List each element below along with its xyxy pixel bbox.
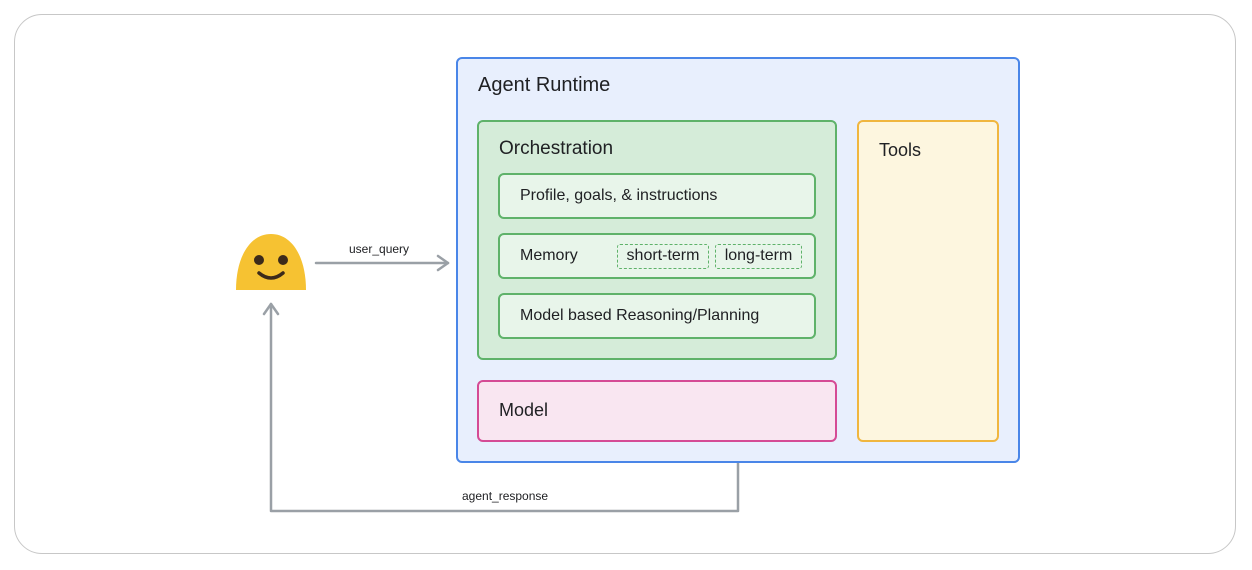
- short-term-chip: short-term: [617, 244, 709, 269]
- agent-response-arrowhead: [262, 302, 280, 316]
- long-term-chip: long-term: [715, 244, 802, 269]
- profile-goals-box: [498, 173, 816, 219]
- user-query-arrowhead: [436, 254, 450, 272]
- model-title: Model: [499, 400, 549, 420]
- memory-box: [498, 233, 816, 279]
- reasoning-planning-label: Model based Reasoning/Planning: [520, 307, 760, 324]
- tools-title: Tools: [879, 140, 922, 160]
- model-box: [477, 380, 837, 442]
- reasoning-planning-box: [498, 293, 816, 339]
- agent-response-arrow: [269, 302, 740, 513]
- smiley-face-icon: [236, 234, 306, 290]
- user-query-label: user_query: [349, 242, 410, 256]
- orchestration-title: Orchestration: [499, 138, 614, 159]
- memory-label: Memory: [520, 247, 578, 264]
- profile-goals-label: Profile, goals, & instructions: [520, 187, 718, 204]
- agent-response-label: agent_response: [462, 489, 549, 503]
- tools-box: [857, 120, 999, 442]
- agent-runtime-title: Agent Runtime: [478, 74, 611, 96]
